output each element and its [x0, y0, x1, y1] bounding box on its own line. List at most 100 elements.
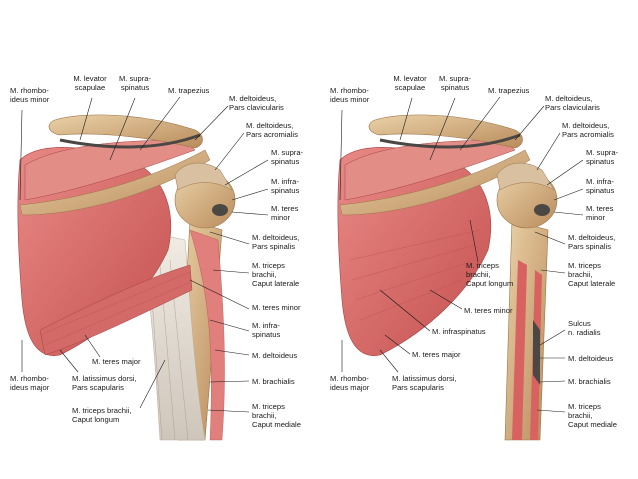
leader-line: [379, 349, 399, 373]
label-text: M. deltoideus,Pars spinalis: [568, 233, 615, 251]
label-line: Caput laterale: [568, 279, 615, 288]
label-line: Caput mediale: [252, 420, 301, 429]
label-text: M. brachialis: [252, 377, 295, 386]
leader-line: [231, 188, 269, 201]
label-line: M. infra-: [252, 321, 280, 330]
label-line: spinatus: [586, 157, 614, 166]
label-line: Pars acromialis: [562, 130, 614, 139]
leader-line: [189, 279, 250, 310]
right-panel-label-brachialis: M. brachialis: [539, 377, 611, 386]
label-line: M. rhombo-: [10, 374, 49, 383]
label-line: ideus major: [330, 383, 370, 392]
label-line: Sulcus: [568, 319, 591, 328]
label-line: M. triceps: [568, 402, 601, 411]
label-text: M. triceps brachii,Caput longum: [72, 406, 132, 424]
leader-line: [109, 97, 136, 161]
label-line: M. deltoideus,: [545, 94, 592, 103]
label-line: ideus major: [10, 383, 50, 392]
leader-line: [429, 289, 463, 310]
left-panel-label-latissimus: M. latissimus dorsi,Pars scapularis: [59, 349, 137, 392]
label-line: M. teres major: [412, 350, 461, 359]
label-line: ideus minor: [330, 95, 370, 104]
label-line: M. teres minor: [464, 306, 513, 315]
label-text: M. rhombo-ideus minor: [10, 86, 50, 104]
left-shoulder-illustration: [17, 114, 236, 441]
label-line: M. infra-: [271, 177, 299, 186]
leader-line: [379, 289, 431, 332]
label-line: M. triceps brachii,: [72, 406, 132, 415]
label-line: scapulae: [395, 83, 425, 92]
leader-line: [79, 97, 93, 141]
label-line: Caput longum: [466, 279, 513, 288]
label-line: Pars spinalis: [252, 242, 295, 251]
label-line: ideus minor: [10, 95, 50, 104]
label-line: Pars acromialis: [246, 130, 298, 139]
label-text: M. infraspinatus: [432, 327, 486, 336]
label-line: M. deltoideus,: [246, 121, 293, 130]
label-text: M. supra-spinatus: [119, 74, 152, 92]
right-shoulder-illustration: [337, 114, 558, 441]
label-line: Pars scapularis: [392, 383, 444, 392]
right-panel-label-teres-major: M. teres major: [384, 334, 461, 359]
label-line: M. levator: [393, 74, 427, 83]
label-line: M. deltoideus: [252, 351, 297, 360]
leader-line: [534, 231, 566, 245]
label-line: brachii,: [568, 411, 592, 420]
leader-line: [384, 334, 411, 355]
label-line: M. teres minor: [252, 303, 301, 312]
label-line: M. triceps: [466, 261, 499, 270]
label-line: M. latissimus dorsi,: [392, 374, 457, 383]
leader-line: [536, 132, 561, 171]
label-text: M. trapezius: [168, 86, 210, 95]
leader-line: [139, 359, 166, 409]
leader-line: [209, 231, 250, 245]
left-panel-label-delt-acrom: M. deltoideus,Pars acromialis: [214, 121, 298, 171]
label-line: minor: [271, 213, 290, 222]
label-text: M. infra-spinatus: [252, 321, 280, 339]
right-panel-label-deltoideus: M. deltoideus: [540, 354, 613, 363]
label-text: M. infra-spinatus: [271, 177, 299, 195]
leader-line: [209, 380, 250, 383]
right-panel-label-infraspinatus-mid: M. infraspinatus: [379, 289, 486, 336]
label-text: M. deltoideus,Pars acromialis: [562, 121, 614, 139]
leader-line: [59, 349, 79, 373]
leader-line: [194, 105, 229, 141]
leader-line: [19, 109, 23, 201]
leader-line: [546, 159, 584, 186]
label-text: M. rhombo-ideus minor: [330, 86, 370, 104]
leader-line: [536, 409, 566, 413]
left-panel-label-supraspinatus-right: M. supra-spinatus: [224, 148, 304, 186]
leader-line: [207, 409, 250, 413]
label-line: M. latissimus dorsi,: [72, 374, 137, 383]
label-text: M. trapezius: [488, 86, 530, 95]
leader-line: [224, 159, 269, 186]
label-line: spinatus: [271, 157, 299, 166]
label-text: M. supra-spinatus: [586, 148, 619, 166]
right-panel-label-delt-acrom: M. deltoideus,Pars acromialis: [536, 121, 614, 171]
label-line: M. deltoideus,: [229, 94, 276, 103]
label-line: spinatus: [586, 186, 614, 195]
leader-line: [339, 109, 343, 201]
label-line: Pars spinalis: [568, 242, 611, 251]
label-text: M. deltoideus,Pars spinalis: [252, 233, 299, 251]
label-text: M. deltoideus,Pars clavicularis: [229, 94, 284, 112]
right-panel-label-delt-spin: M. deltoideus,Pars spinalis: [534, 231, 615, 251]
label-line: M. infraspinatus: [432, 327, 486, 336]
label-line: M. triceps: [568, 261, 601, 270]
leader-line: [231, 211, 269, 216]
label-line: M. triceps: [252, 261, 285, 270]
label-line: brachii,: [252, 270, 276, 279]
left-panel-label-rhombo-major: M. rhombo-ideus major: [10, 340, 50, 392]
label-line: M. deltoideus,: [568, 233, 615, 242]
